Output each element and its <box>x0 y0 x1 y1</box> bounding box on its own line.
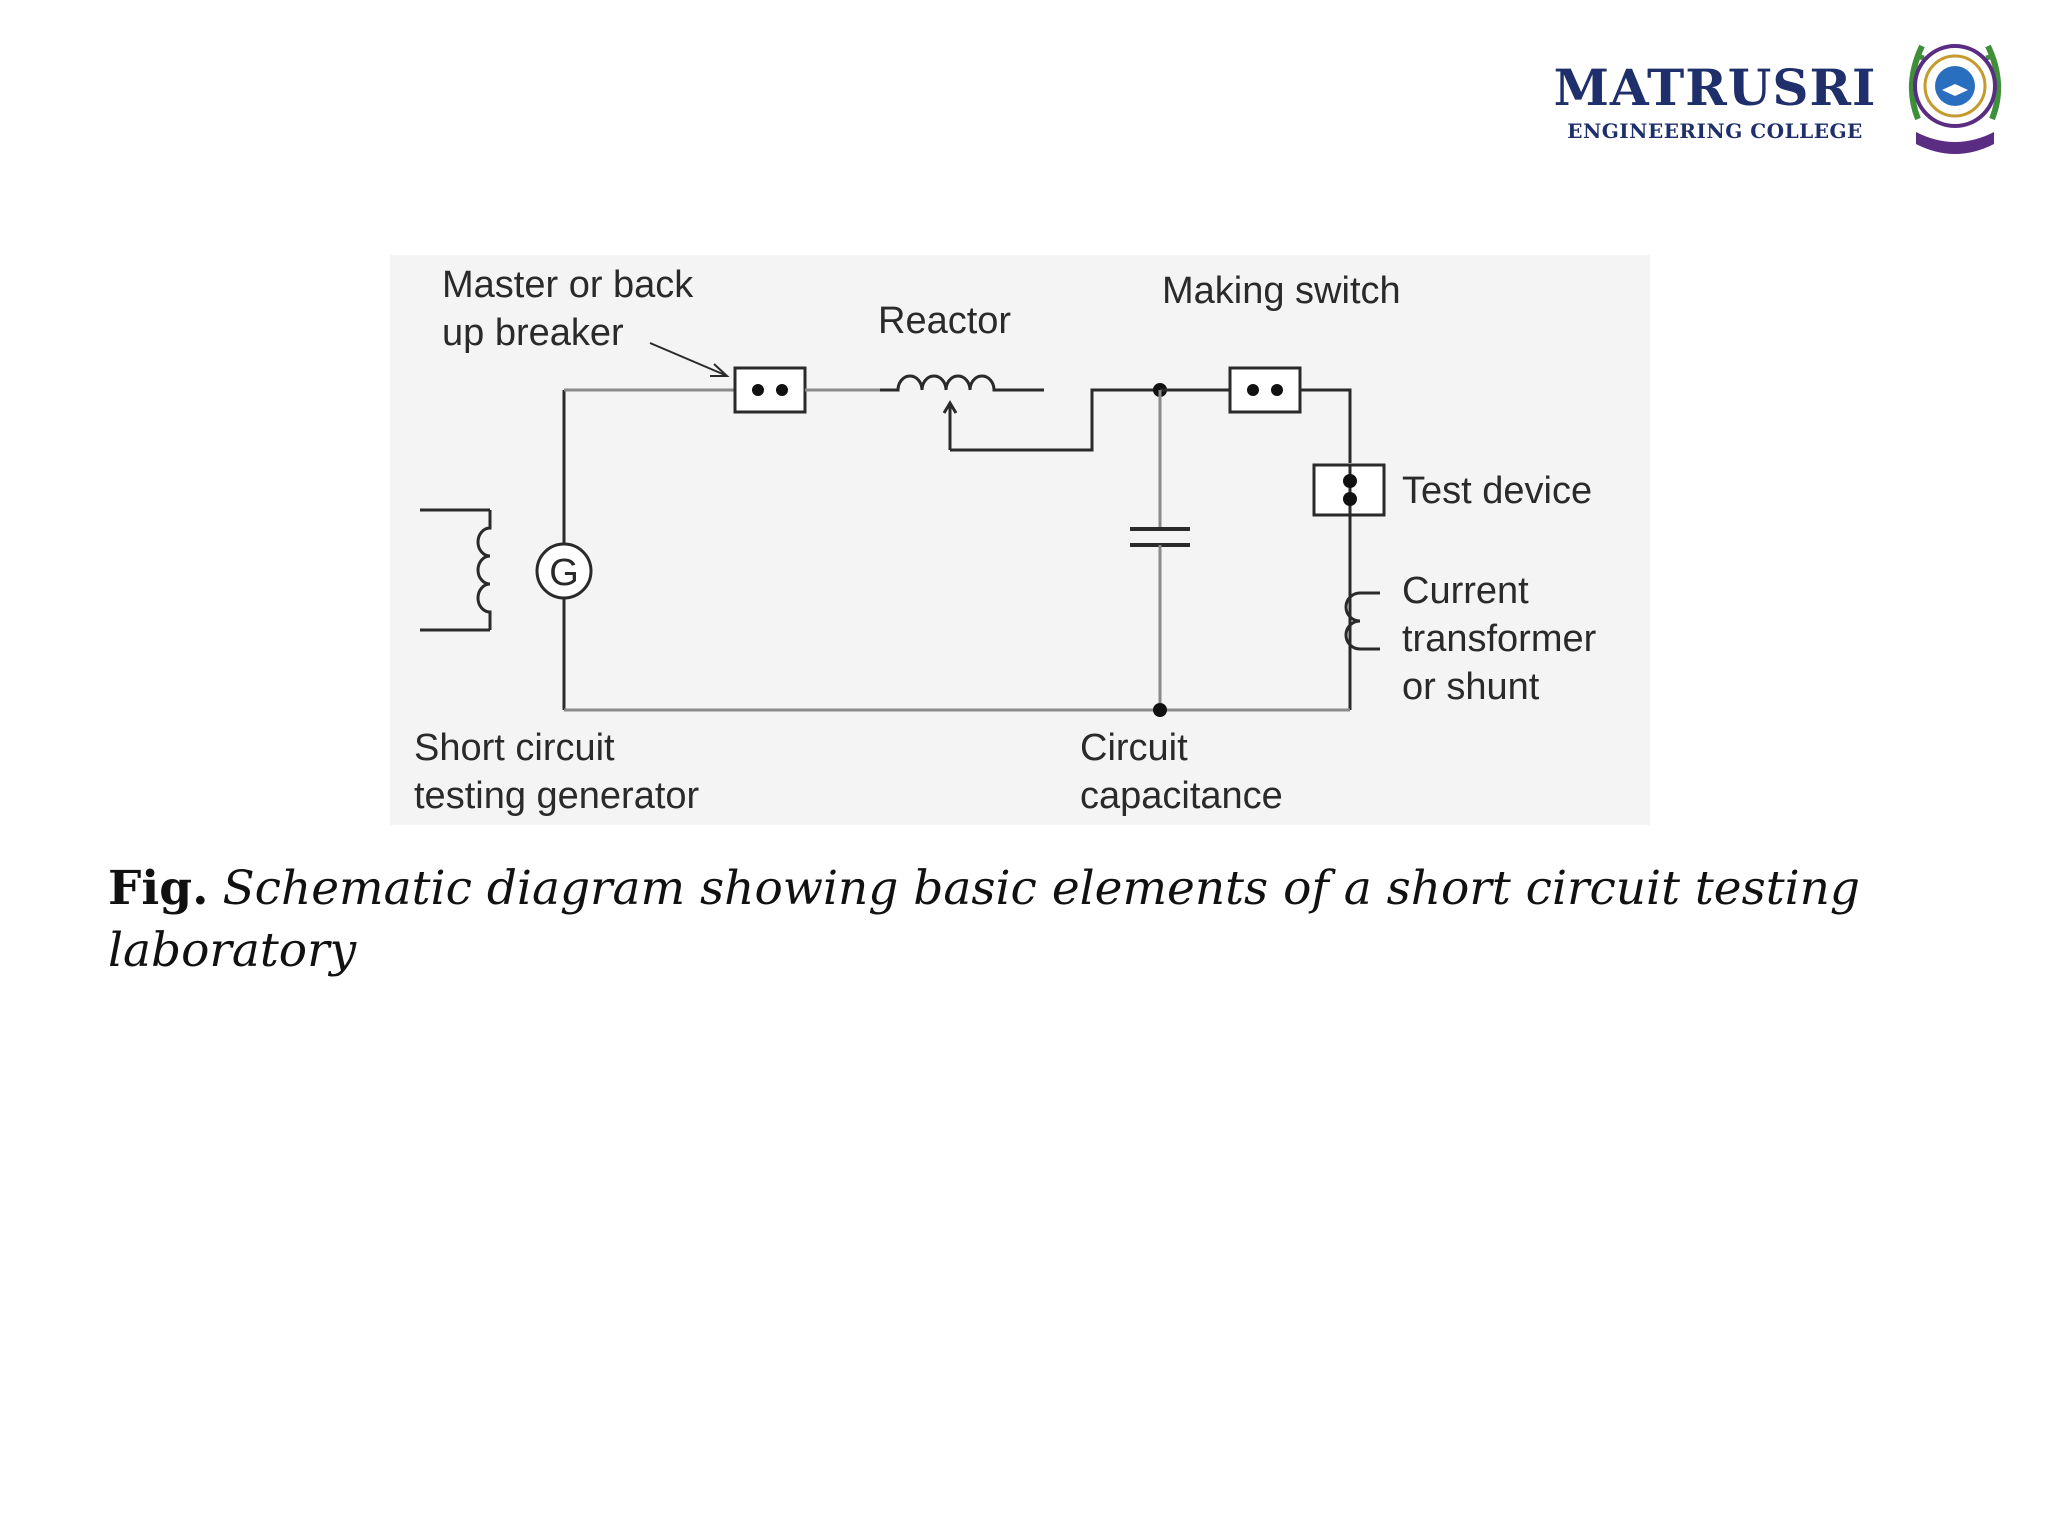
college-emblem-icon <box>1908 44 2002 154</box>
label-reactor: Reactor <box>878 300 1011 342</box>
field-winding <box>420 508 492 632</box>
label-current-transformer-1: Current <box>1402 570 1529 612</box>
junction-node-bottom <box>1153 703 1167 717</box>
wire-making-switch-test-device <box>1300 388 1352 463</box>
label-making-switch: Making switch <box>1162 270 1401 312</box>
label-test-device: Test device <box>1402 470 1592 512</box>
generator-symbol-label: G <box>549 552 579 594</box>
label-generator-2: testing generator <box>414 775 700 817</box>
label-master-breaker-2: up breaker <box>442 312 624 354</box>
label-capacitance-2: capacitance <box>1080 775 1283 817</box>
college-name: MATRUSRI <box>1553 58 1877 117</box>
label-master-breaker-1: Master or back <box>442 264 694 306</box>
generator-symbol <box>535 542 593 600</box>
label-current-transformer-3: or shunt <box>1402 666 1540 708</box>
reactor-symbol <box>880 374 1044 450</box>
label-generator-1: Short circuit <box>414 727 615 769</box>
college-logo-text: MATRUSRI ENGINEERING COLLEGE <box>1550 58 1880 144</box>
caption-prefix: Fig. <box>108 861 209 916</box>
figure-caption: Fig.Schematic diagram showing basic elem… <box>108 858 1948 982</box>
label-capacitance-1: Circuit <box>1080 727 1188 769</box>
diagram-background <box>390 255 1650 825</box>
current-transformer-symbol <box>1344 591 1380 651</box>
caption-text: Schematic diagram showing basic elements… <box>108 861 1861 978</box>
breaker-leader-arrow <box>649 342 726 376</box>
college-subtitle: ENGINEERING COLLEGE <box>1567 119 1863 143</box>
label-current-transformer-2: transformer <box>1402 618 1597 660</box>
wire-reactor-tap <box>950 388 1160 452</box>
book-icon <box>1942 84 1968 96</box>
master-breaker-symbol <box>733 366 807 414</box>
making-switch-symbol <box>1228 366 1302 414</box>
short-circuit-lab-schematic: G Mast <box>390 255 1650 825</box>
emblem-ribbon <box>1916 132 1994 154</box>
test-device-symbol <box>1312 463 1386 517</box>
